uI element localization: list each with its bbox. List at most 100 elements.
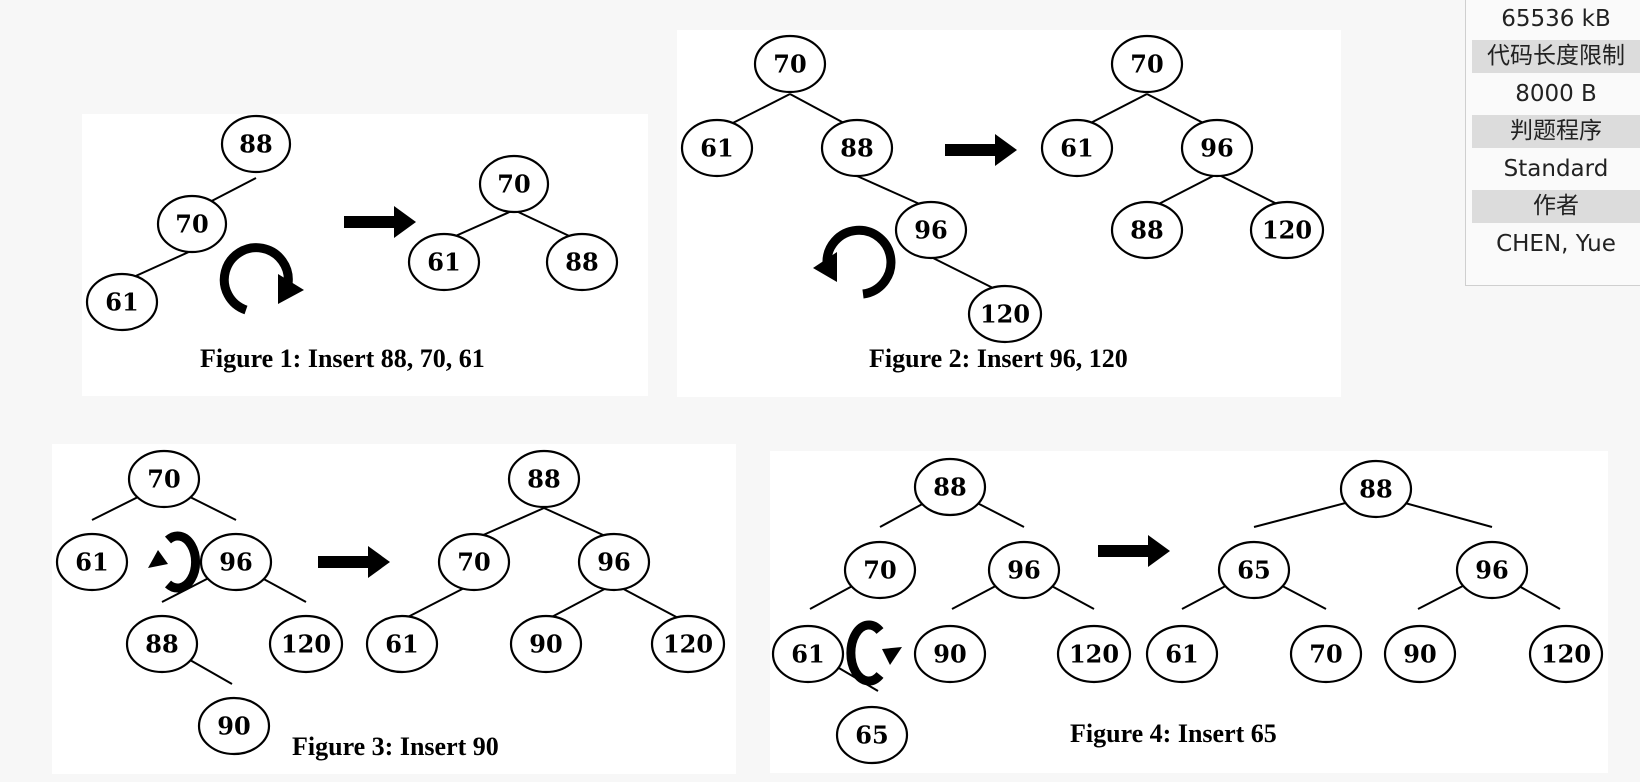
fig2-after-node-88: 88 [1110,200,1184,260]
rotate-counterclockwise-icon [813,225,896,299]
svg-text:90: 90 [1403,640,1436,669]
fig4-after-node-65: 65 [1217,540,1291,600]
figure-2-caption: Figure 2: Insert 96, 120 [869,344,1128,373]
svg-text:120: 120 [281,630,331,659]
fig3-after-node-96: 96 [577,532,651,592]
svg-text:61: 61 [1060,134,1093,163]
svg-text:88: 88 [145,630,178,659]
svg-text:90: 90 [217,712,250,741]
fig3-after-node-90: 90 [509,614,583,674]
fig4-before-node-70: 70 [843,540,917,600]
svg-text:88: 88 [840,134,873,163]
fig3-before-node-96: 96 [199,532,273,592]
rotate-clockwise-icon [219,243,304,315]
figure-3-panel: 70 61 96 88 120 90 88 70 96 61 90 120 Fi… [52,444,736,774]
memory-limit-value: 65536 kB [1501,6,1611,32]
svg-text:70: 70 [147,465,180,494]
fig1-after-node-61: 61 [407,232,481,292]
figure-1-caption: Figure 1: Insert 88, 70, 61 [200,344,485,373]
svg-text:96: 96 [597,548,630,577]
right-arrow-icon [945,134,1017,166]
svg-text:90: 90 [933,640,966,669]
fig4-after-node-96: 96 [1455,540,1529,600]
fig4-after-node-70: 70 [1289,624,1363,684]
right-arrow-icon [1098,535,1170,567]
fig3-before-node-120: 120 [268,614,344,674]
svg-text:88: 88 [239,130,272,159]
judge-program-header: 判题程序 [1472,115,1640,148]
svg-text:70: 70 [1309,640,1342,669]
fig3-after-node-88: 88 [507,449,581,509]
svg-text:70: 70 [773,50,806,79]
svg-text:120: 120 [1262,216,1312,245]
fig4-after-node-88: 88 [1339,459,1413,519]
svg-text:70: 70 [175,210,208,239]
code-length-limit-header: 代码长度限制 [1472,40,1640,73]
author-header: 作者 [1472,190,1640,223]
svg-text:61: 61 [427,248,460,277]
fig4-after-node-61: 61 [1145,624,1219,684]
fig3-before-node-88: 88 [125,614,199,674]
svg-text:88: 88 [933,473,966,502]
fig4-before-node-61: 61 [771,624,845,684]
fig2-before-node-96: 96 [894,200,968,260]
fig4-after-node-120: 120 [1528,624,1604,684]
svg-text:88: 88 [1130,216,1163,245]
figure-3-diagram: 70 61 96 88 120 90 88 70 96 61 90 120 [55,449,726,756]
right-arrow-icon [344,206,416,238]
fig2-after-node-120: 120 [1249,200,1325,260]
fig2-before-node-120: 120 [967,284,1043,344]
svg-text:88: 88 [1359,475,1392,504]
svg-text:61: 61 [791,640,824,669]
svg-text:65: 65 [1237,556,1270,585]
svg-text:96: 96 [219,548,252,577]
fig4-before-node-88: 88 [913,457,987,517]
right-arrow-icon [318,546,390,578]
fig4-before-node-96: 96 [987,540,1061,600]
fig4-before-node-90: 90 [913,624,987,684]
fig1-after-node-70: 70 [478,154,550,214]
svg-text:96: 96 [1200,134,1233,163]
svg-text:70: 70 [497,170,530,199]
svg-text:120: 120 [980,300,1030,329]
figure-4-diagram: 88 70 96 61 90 120 65 88 65 96 61 70 90 … [771,457,1604,765]
fig3-before-node-90: 90 [197,696,271,756]
svg-text:61: 61 [1165,640,1198,669]
fig3-after-node-61: 61 [365,614,439,674]
rotate-clockwise-icon [846,620,902,686]
fig2-after-node-96: 96 [1180,118,1254,178]
svg-text:120: 120 [1541,640,1591,669]
figure-4-caption: Figure 4: Insert 65 [1070,719,1277,748]
svg-text:61: 61 [385,630,418,659]
figure-2-panel: 70 61 88 96 120 70 61 96 88 120 Figure 2… [677,30,1341,397]
svg-text:120: 120 [1069,640,1119,669]
author-value: CHEN, Yue [1496,231,1616,257]
svg-text:61: 61 [700,134,733,163]
fig2-before-node-61: 61 [680,118,754,178]
svg-text:70: 70 [1130,50,1163,79]
fig3-after-node-120: 120 [650,614,726,674]
fig4-after-node-90: 90 [1383,624,1457,684]
fig2-after-node-70: 70 [1110,34,1184,94]
fig1-before-node-70: 70 [156,194,228,254]
svg-text:65: 65 [855,721,888,750]
svg-text:120: 120 [663,630,713,659]
fig2-after-node-61: 61 [1040,118,1114,178]
svg-text:96: 96 [1475,556,1508,585]
figure-3-caption: Figure 3: Insert 90 [292,732,499,761]
svg-text:61: 61 [105,288,138,317]
problem-info-table: 65536 kB 代码长度限制 8000 B 判题程序 Standard 作者 … [1465,0,1640,286]
fig3-after-node-70: 70 [437,532,511,592]
figure-4-panel: 88 70 96 61 90 120 65 88 65 96 61 70 90 … [770,451,1608,773]
rotate-counterclockwise-icon [148,531,201,593]
svg-text:88: 88 [565,248,598,277]
fig3-before-node-61: 61 [55,532,129,592]
fig2-before-node-88: 88 [820,118,894,178]
svg-text:96: 96 [1007,556,1040,585]
judge-program-value: Standard [1503,156,1609,182]
fig4-before-node-120: 120 [1056,624,1132,684]
figure-1-diagram: 88 70 61 70 61 88 [85,114,619,332]
svg-text:61: 61 [75,548,108,577]
svg-text:90: 90 [529,630,562,659]
fig2-before-node-70: 70 [753,34,827,94]
